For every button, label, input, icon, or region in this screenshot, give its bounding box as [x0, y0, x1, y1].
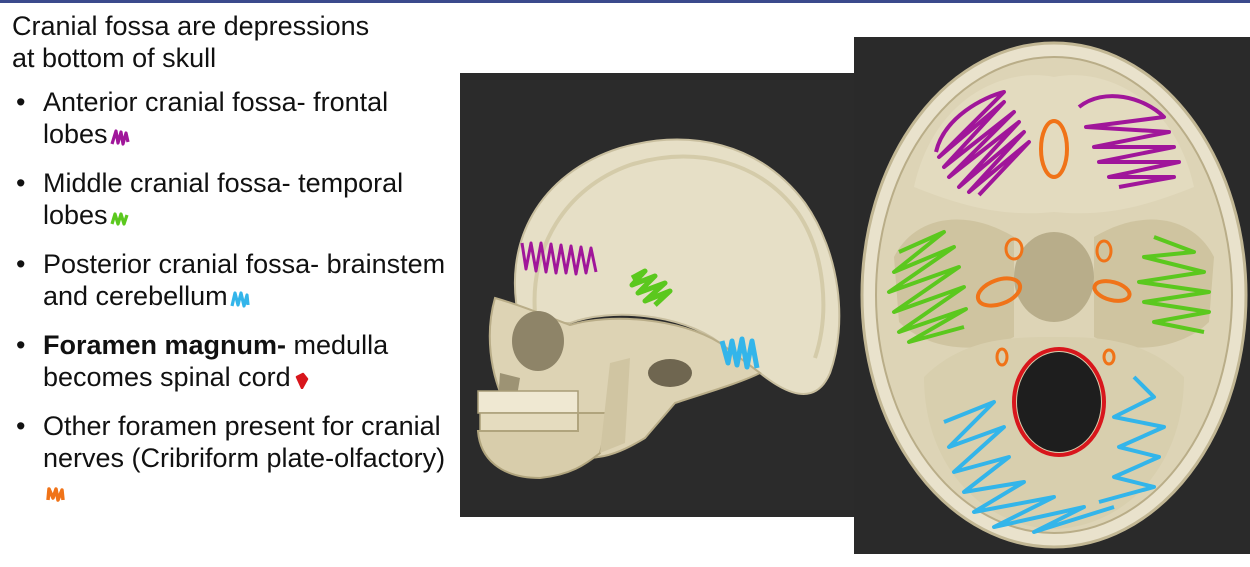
bullet-list: • Anterior cranial fossa- frontal lobes … — [12, 86, 452, 506]
lateral-skull-illustration — [476, 138, 841, 480]
intro-text: Cranial fossa are depressions at bottom … — [12, 10, 452, 74]
skull-base-photo — [854, 37, 1250, 554]
bullet-dot: • — [16, 330, 26, 360]
scribble-swatch-icon — [110, 128, 130, 146]
text-panel: Cranial fossa are depressions at bottom … — [12, 10, 452, 523]
top-accent-rule — [0, 0, 1250, 3]
intro-line-1: Cranial fossa are depressions — [12, 11, 370, 41]
bullet-posterior-fossa: • Posterior cranial fossa- brainstem and… — [12, 248, 452, 312]
bullet-dot: • — [16, 87, 26, 117]
bullet-text: Middle cranial fossa- temporal lobes — [43, 168, 404, 230]
bullet-middle-fossa: • Middle cranial fossa- temporal lobes — [12, 167, 452, 231]
scribble-swatch-icon — [45, 484, 65, 502]
scribble-swatch-icon — [293, 371, 313, 389]
intro-line-2: at bottom of skull — [12, 43, 217, 73]
bullet-other-foramen: • Other foramen present for cranial nerv… — [12, 410, 452, 506]
scribble-swatch-icon — [230, 290, 250, 308]
bullet-dot: • — [16, 168, 26, 198]
bullet-text: Anterior cranial fossa- frontal lobes — [43, 87, 389, 149]
bullet-anterior-fossa: • Anterior cranial fossa- frontal lobes — [12, 86, 452, 150]
lateral-skull-photo — [460, 73, 854, 517]
bullet-foramen-magnum: • Foramen magnum- medulla becomes spinal… — [12, 329, 452, 393]
scribble-swatch-icon — [110, 209, 130, 227]
bullet-text: Other foramen present for cranial nerves… — [43, 411, 446, 473]
bullet-text: medulla becomes spinal cord — [43, 330, 389, 392]
bullet-bold-term: Foramen magnum- — [43, 330, 287, 360]
skull-base-illustration — [860, 41, 1248, 549]
bullet-text: Posterior cranial fossa- brainstem and c… — [43, 249, 446, 311]
bullet-dot: • — [16, 411, 26, 441]
bullet-dot: • — [16, 249, 26, 279]
